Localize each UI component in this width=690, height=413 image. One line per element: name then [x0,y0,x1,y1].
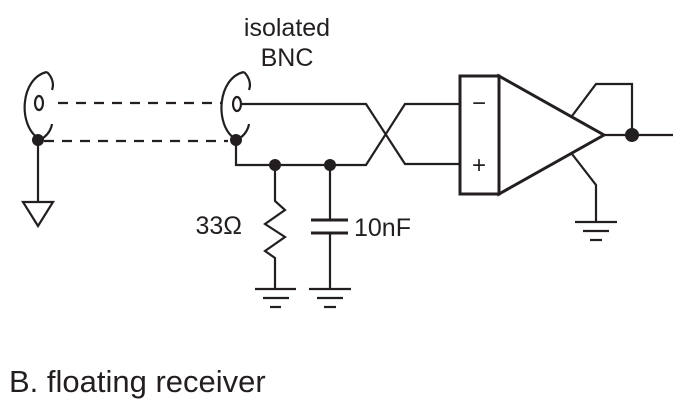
opamp-plus-label: + [472,152,486,179]
capacitor-10nf [309,165,351,309]
shield-wire-to-minus [234,102,460,167]
isolated-bnc-connector [220,70,252,146]
left-bnc-connector [23,70,55,146]
opamp-feedback-wire [571,82,634,135]
connector-label-line2: BNC [261,44,314,72]
capacitor-label: 10nF [354,214,411,242]
isolated-bnc-center-pin [231,95,243,113]
opamp-ref-wire [571,153,598,222]
chassis-ground-icon [21,200,55,229]
isolated-bnc-shell-top [243,71,252,91]
figure-caption: B. floating receiver [9,364,266,399]
opamp [458,73,673,242]
resistor-label: 33Ω [196,212,243,240]
left-bnc-shell-left [23,70,48,139]
resistor-33ohm [255,165,296,309]
opamp-minus-label: − [472,90,486,117]
opamp-triangle [497,73,608,197]
isolated-bnc-shell-left [220,70,245,139]
left-bnc-center-pin [33,94,45,112]
output-node [625,128,639,142]
left-bnc-shell-top [46,71,55,91]
connector-label-line1: isolated [244,14,330,42]
signal-wire-to-plus [241,102,460,166]
resistor-zigzag [263,165,287,289]
